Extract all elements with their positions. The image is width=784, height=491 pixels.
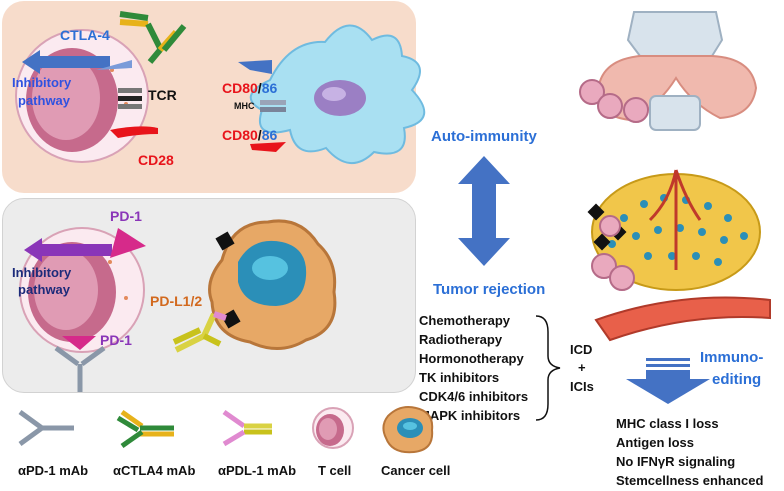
cd80-86-top-label: CD80/86 [222, 80, 277, 96]
pdl1-2-label: PD-L1/2 [150, 293, 203, 309]
tumor-rejection-label: Tumor rejection [433, 281, 546, 298]
thyroid-tissue-icon [579, 11, 758, 131]
legend-tcell-icon [312, 407, 354, 449]
legend-cancer-label: Cancer cell [381, 463, 451, 478]
icd-label: ICD [570, 342, 593, 357]
inhibitory-pathway-line2: pathway [18, 93, 71, 108]
dendritic-cell-icon [249, 24, 426, 164]
cd28-label: CD28 [138, 152, 174, 168]
legend-actla4-icon [116, 409, 174, 449]
icis-label: ICIs [570, 379, 594, 394]
pdl1-ligand-top [215, 231, 235, 251]
legend-apd1-icon [18, 409, 74, 447]
immunoediting-line1: Immuno- [700, 349, 764, 366]
slash-bottom: / [257, 127, 262, 143]
pd1-top-label: PD-1 [110, 208, 142, 224]
legend-cancer-icon [382, 406, 434, 454]
pdl1-ligand-bottom [221, 309, 241, 329]
therapy-item: Chemotherapy [419, 313, 511, 328]
therapy-item: Hormonotherapy [419, 351, 524, 366]
inhibitory-pathway-line1: Inhibitory [12, 75, 72, 90]
pd1-bottom-receptor [62, 336, 96, 350]
immunoediting-line2: editing [712, 371, 762, 388]
therapy-list: Chemotherapy Radiotherapy Hormonotherapy… [419, 311, 528, 425]
legend-apdl1-icon [222, 409, 272, 447]
inhibitory-arrow-top [22, 50, 110, 74]
outcome-item: MHC class I loss [616, 416, 719, 431]
cd80-86-bottom-label: CD80/86 [222, 127, 277, 143]
pd1-bottom-label: PD-1 [100, 332, 132, 348]
outcome-item: Stemcellness enhanced [616, 473, 764, 488]
legend-apdl1-label: αPDL-1 mAb [218, 463, 297, 478]
cd80-86-bottom-ligand [250, 142, 286, 152]
num86-bottom-text: 86 [261, 127, 278, 143]
therapy-item: TK inhibitors [419, 370, 500, 385]
legend-apd1-label: αPD-1 mAb [18, 463, 89, 478]
therapy-item: CDK4/6 inhibitors [419, 389, 529, 404]
tumor-vessel-icon [587, 169, 771, 342]
mid-inhibitory-line2: pathway [18, 282, 71, 297]
cd80-bottom-text: CD80 [222, 127, 258, 143]
legend-actla4-label: αCTLA4 mAb [113, 463, 196, 478]
tcr-receptor [118, 88, 142, 109]
ctla4-receptor [96, 60, 132, 70]
cd28-receptor [110, 126, 158, 138]
double-arrow [458, 156, 510, 266]
mid-inhibitory-line1: Inhibitory [12, 265, 72, 280]
mhc-molecule [260, 100, 286, 112]
ctla4-antibody-icon [119, 11, 187, 64]
legend-tcell-label: T cell [318, 463, 352, 478]
cd80-86-top-ligand [238, 60, 272, 74]
ctla4-label: CTLA-4 [60, 27, 110, 43]
outcome-list: MHC class I loss Antigen loss No IFNγR s… [616, 414, 763, 490]
tcr-label: TCR [148, 87, 177, 103]
apd1-antibody-mid-icon [54, 345, 106, 392]
outcome-item: Antigen loss [616, 435, 695, 450]
therapy-item: Radiotherapy [419, 332, 503, 347]
icd-plus: + [578, 360, 586, 375]
mhc-label: MHC [234, 101, 255, 111]
slash-top: / [257, 80, 262, 96]
cd80-top-text: CD80 [222, 80, 258, 96]
therapy-item: MAPK inhibitors [419, 408, 521, 423]
num86-top-text: 86 [261, 80, 278, 96]
auto-immunity-label: Auto-immunity [431, 128, 537, 145]
immunoediting-arrow [626, 358, 710, 404]
apdl1-antibody-mid-icon [172, 311, 227, 353]
outcome-item: No IFNγR signaling [616, 454, 736, 469]
t-cell-mid-icon [19, 227, 145, 353]
inhibitory-arrow-mid [24, 238, 112, 262]
pd1-top-receptor [110, 228, 146, 258]
cancer-cell-mid-icon [208, 219, 337, 350]
